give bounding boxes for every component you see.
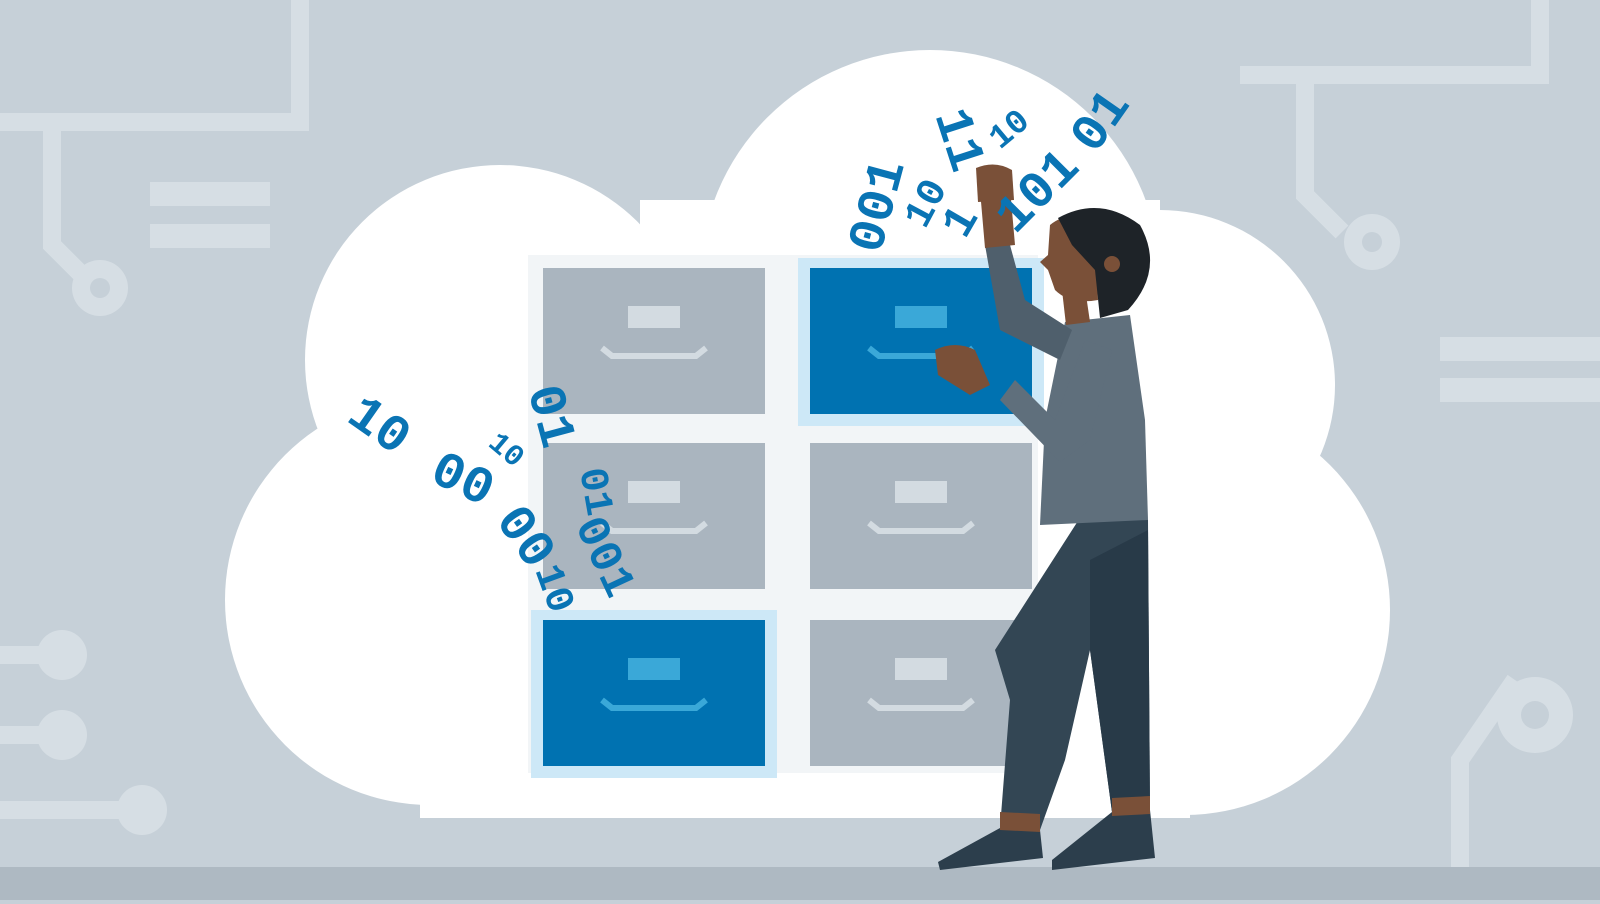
circuit-nodes [37,182,1600,835]
circuit-icon [0,0,1549,900]
drawer-3-closed [543,443,765,589]
cabinet-drawers [531,258,1044,778]
drawer-1-closed [543,268,765,414]
left-binary-5: 01 [567,464,620,519]
drawer-4-closed [810,443,1032,589]
floor [0,867,1600,900]
drawer-6-closed [810,620,1032,766]
drawer-5-open [531,610,777,778]
person-figure [935,164,1155,870]
